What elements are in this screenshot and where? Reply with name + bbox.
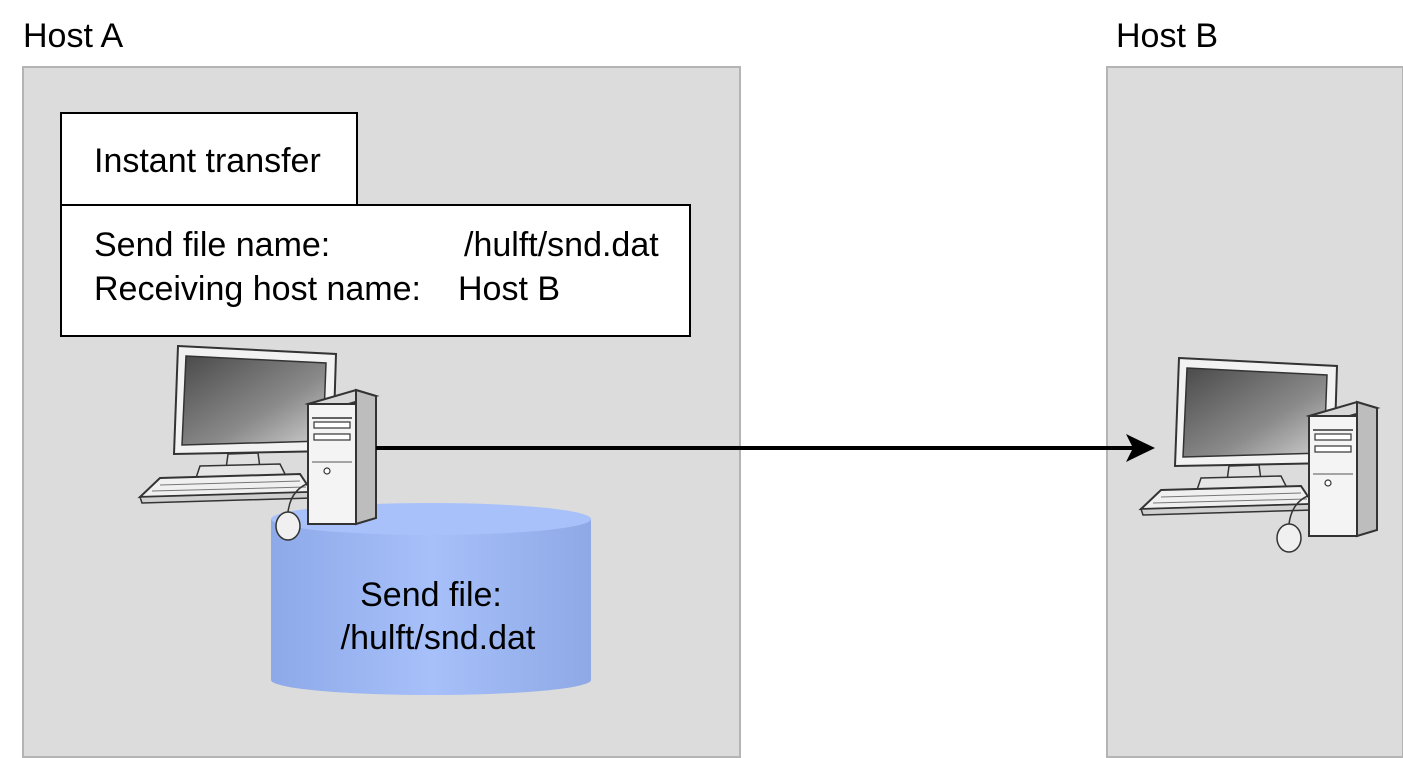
- send-file-path: /hulft/snd.dat: [340, 619, 536, 657]
- transfer-details-box: Send file name: /hulft/snd.dat Receiving…: [60, 204, 691, 337]
- host-b-label: Host B: [1116, 17, 1219, 55]
- transfer-arrow: [376, 434, 1155, 462]
- receiving-host-label: Receiving host name:: [94, 270, 421, 308]
- receiving-host-value: Host B: [458, 270, 561, 308]
- host-a-label: Host A: [23, 17, 124, 55]
- host-b-computer-icon: [1140, 357, 1378, 553]
- send-file-name-label: Send file name:: [94, 226, 331, 264]
- send-file-label: Send file:: [360, 576, 502, 614]
- transfer-title-box: Instant transfer: [60, 112, 358, 208]
- host-a-computer-icon: [139, 345, 377, 541]
- send-file-name-value: /hulft/snd.dat: [464, 226, 659, 264]
- transfer-title: Instant transfer: [94, 142, 321, 180]
